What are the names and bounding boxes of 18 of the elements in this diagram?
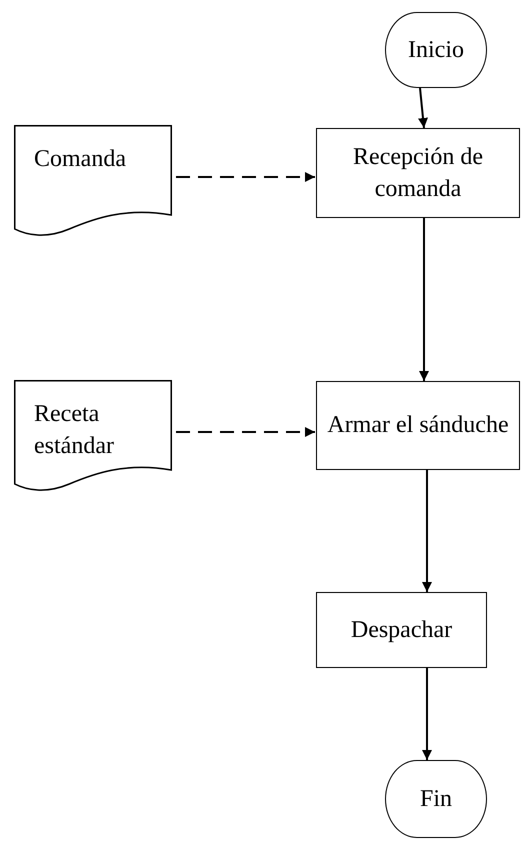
node-label: Armar el sánduche [326,411,510,440]
process-box [316,381,520,470]
terminator-shape [385,760,487,838]
node-label: Despachar [350,616,454,645]
node-label: Comanda [34,145,126,174]
arrow [422,668,432,760]
process-box [316,592,487,668]
node-label: Inicio [407,36,465,65]
arrow [419,218,429,381]
process-box [316,128,520,218]
node-label: Receta estándar [34,400,115,462]
dashed-arrow [176,427,315,437]
terminator-shape [385,12,487,88]
node-label: Recepción de comanda [352,142,484,204]
node-label: Fin [418,784,453,814]
dashed-arrow [176,172,315,182]
arrow [418,88,428,128]
arrow [422,470,432,592]
